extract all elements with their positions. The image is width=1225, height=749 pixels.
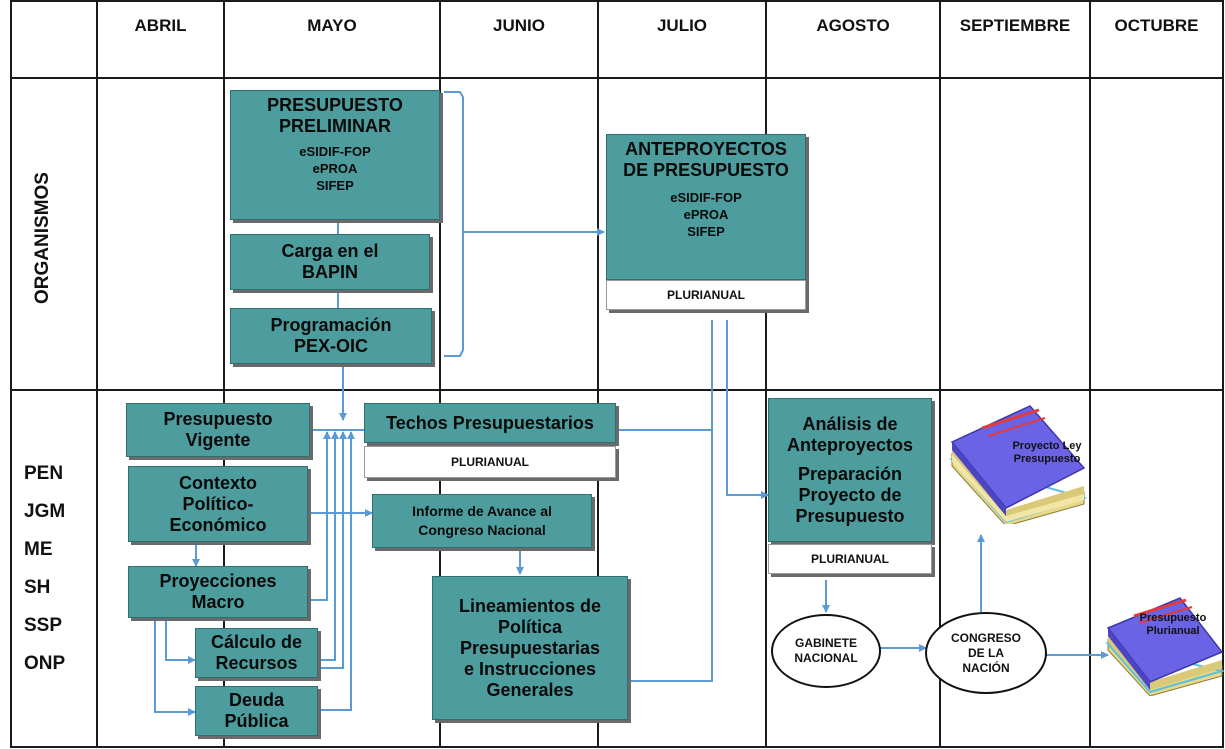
month-header-abril: ABRIL	[134, 16, 187, 35]
arrow-anteproyectos-to-analisis	[726, 320, 769, 499]
programacion-box: Programación PEX-OIC	[230, 308, 432, 364]
analisis-title-2: Anteproyectos	[786, 434, 914, 455]
arrow-proyecciones-to-calculo	[165, 618, 196, 664]
month-header-julio: JULIO	[656, 16, 708, 35]
plurianual-book-label: Presupuesto Plurianual	[1124, 612, 1222, 638]
presupuesto-preliminar-title-1: PRESUPUESTO	[267, 95, 403, 115]
proyecto-ley-line-1: Proyecto Ley	[1012, 440, 1082, 452]
congreso-line-1: CONGRESO	[950, 630, 1021, 645]
presupuesto-preliminar-title-2: PRELIMINAR	[279, 116, 391, 136]
congreso-line-2: DE LA	[968, 645, 1004, 660]
gabinete-line-1: GABINETE	[794, 636, 857, 650]
contexto-box: Contexto Político- Económico	[128, 466, 308, 542]
month-header-octubre: OCTUBRE	[1114, 16, 1199, 35]
carga-bapin-box: Carga en el BAPIN	[230, 234, 430, 290]
contexto-line-3: Económico	[169, 514, 267, 535]
proyecciones-box: Proyecciones Macro	[128, 566, 308, 618]
plurianual-book-line-2: Plurianual	[1146, 625, 1200, 637]
book-icon	[1105, 597, 1224, 696]
book-icon	[949, 405, 1088, 524]
feed-calculo-2	[318, 431, 347, 669]
proyecto-ley-line-2: Presupuesto	[1013, 453, 1081, 465]
carga-bapin-line-2: BAPIN	[301, 262, 358, 282]
congreso-line-3: NACIÓN	[962, 660, 1010, 675]
actor-onp: ONP	[24, 653, 66, 674]
lineamientos-box: Lineamientos de Política Presupuestarias…	[432, 576, 628, 720]
analisis-title-1: Análisis de	[802, 413, 898, 434]
anteproyectos-title-1: ANTEPROYECTOS	[625, 139, 787, 159]
techos-plurianual-tag: PLURIANUAL	[364, 446, 616, 478]
informe-box: Informe de Avance al Congreso Nacional	[372, 494, 592, 548]
techos-title: Techos Presupuestarios	[386, 412, 594, 433]
gabinete-line-2: NACIONAL	[794, 651, 858, 665]
proyecciones-line-1: Proyecciones	[159, 571, 277, 591]
arrow-proyecciones-to-deuda	[154, 618, 196, 716]
actor-ssp: SSP	[24, 615, 63, 636]
system-esidif: eSIDIF-FOP	[299, 144, 371, 159]
plurianual-book-line-1: Presupuesto	[1139, 612, 1207, 624]
lineamientos-line-3: Presupuestarias	[459, 637, 601, 658]
contexto-line-1: Contexto	[179, 472, 257, 493]
month-header-septiembre: SEPTIEMBRE	[959, 16, 1071, 35]
deuda-publica-box: Deuda Pública	[195, 686, 318, 736]
feed-calculo	[318, 431, 339, 661]
proyecto-ley-label: Proyecto Ley Presupuesto	[1002, 440, 1092, 466]
analisis-box: Análisis de Anteproyectos Preparación Pr…	[768, 398, 932, 542]
anteproyectos-system-1: eSIDIF-FOP	[670, 190, 742, 205]
calculo-recursos-box: Cálculo de Recursos	[195, 628, 318, 678]
gabinete-oval: GABINETE NACIONAL	[771, 614, 881, 688]
actor-list: PEN JGM ME SH SSP ONP	[24, 455, 84, 683]
carga-bapin-line-1: Carga en el	[281, 241, 379, 261]
month-header-agosto: AGOSTO	[816, 16, 890, 35]
programacion-line-2: PEX-OIC	[293, 336, 368, 356]
programacion-line-1: Programación	[270, 315, 392, 335]
system-eproa: ePROA	[312, 161, 358, 176]
month-header-mayo: MAYO	[307, 16, 357, 35]
informe-line-1: Informe de Avance al	[412, 503, 552, 519]
analisis-prep-1: Preparación	[797, 463, 903, 484]
lineamientos-line-5: Generales	[486, 679, 574, 700]
informe-line-2: Congreso Nacional	[418, 522, 546, 538]
feed-deuda	[318, 431, 355, 711]
bracket-organismos	[444, 91, 464, 357]
anteproyectos-plurianual-tag: PLURIANUAL	[606, 280, 806, 310]
techos-box: Techos Presupuestarios	[364, 403, 616, 443]
anteproyectos-system-2: ePROA	[683, 207, 729, 222]
presupuesto-vigente-line-1: Presupuesto	[163, 409, 273, 429]
actor-sh: SH	[24, 577, 51, 598]
presupuesto-vigente-box: Presupuesto Vigente	[126, 403, 310, 457]
system-sifep: SIFEP	[316, 178, 354, 193]
presupuesto-vigente-line-2: Vigente	[185, 430, 251, 450]
actor-me: ME	[24, 539, 53, 560]
calculo-line-2: Recursos	[215, 653, 298, 673]
actor-pen: PEN	[24, 463, 64, 484]
lineamientos-line-4: e Instrucciones	[463, 658, 597, 679]
deuda-line-2: Pública	[224, 711, 289, 731]
lineamientos-line-2: Política	[497, 616, 563, 637]
line-lineamientos-to-julio	[628, 320, 713, 682]
anteproyectos-system-3: SIFEP	[687, 224, 725, 239]
deuda-line-1: Deuda	[228, 690, 284, 710]
month-header-junio: JUNIO	[493, 16, 545, 35]
contexto-line-2: Político-	[182, 493, 254, 514]
analisis-plurianual-tag: PLURIANUAL	[768, 544, 932, 574]
anteproyectos-title-2: DE PRESUPUESTO	[623, 160, 789, 180]
calculo-line-1: Cálculo de	[210, 632, 303, 652]
analisis-prep-2: Proyecto de	[798, 484, 902, 505]
actor-jgm: JGM	[24, 501, 66, 522]
presupuesto-preliminar-box: PRESUPUESTO PRELIMINAR eSIDIF-FOP ePROA …	[230, 90, 440, 220]
feed-proyecciones	[308, 431, 331, 601]
analisis-prep-3: Presupuesto	[795, 505, 905, 526]
anteproyectos-box: ANTEPROYECTOS DE PRESUPUESTO eSIDIF-FOP …	[606, 134, 806, 280]
proyecciones-line-2: Macro	[191, 592, 245, 612]
congreso-oval: CONGRESO DE LA NACIÓN	[925, 612, 1047, 694]
lineamientos-line-1: Lineamientos de	[458, 595, 602, 616]
